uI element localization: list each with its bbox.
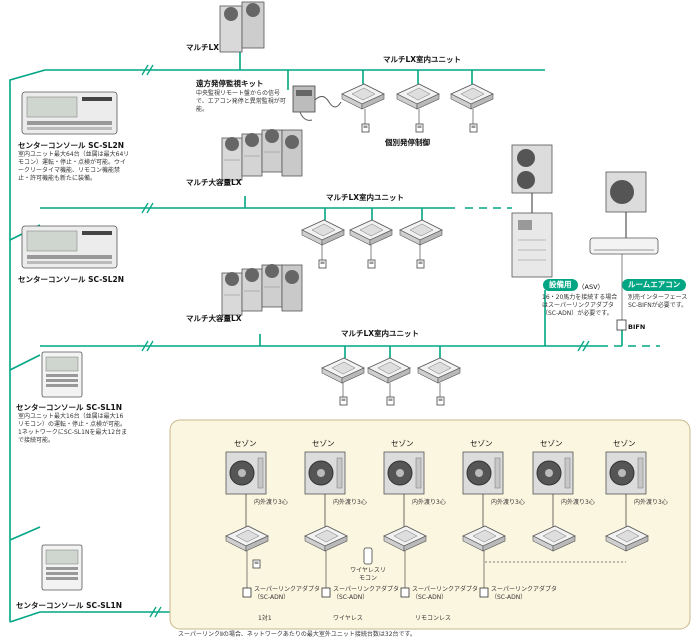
network-line-row3: [40, 290, 660, 358]
console-3-name: センターコンソール SC-SL1N: [16, 403, 122, 412]
room-ac-outdoor-unit: [605, 171, 647, 238]
network-line-row2: [40, 196, 512, 220]
console-1-name: センターコンソール SC-SL2N: [18, 141, 124, 150]
multi-large-lx-outdoor-unit-1: [221, 128, 283, 181]
wire-label-4: 内外渡り3心: [491, 499, 525, 506]
lx1-label: マルチLX: [186, 43, 220, 52]
seizon-label-6: セゾン: [613, 439, 636, 448]
console-4-name: センターコンソール SC-SL1N: [16, 601, 122, 610]
room-ac-badge: ルームエアコン: [622, 279, 687, 291]
kit-title: 遠方発停監視キット: [196, 79, 264, 88]
adapter-label-4: スーパーリンクアダプタ（SC-ADN）: [491, 586, 557, 601]
mode-1to1: 1対1: [258, 615, 272, 622]
indoor-unit-r1-3: [450, 83, 494, 110]
equipment-indoor-cabinet: [511, 212, 553, 278]
wire-label-2: 内外渡り3心: [333, 499, 367, 506]
seizon-label-1: セゾン: [234, 439, 257, 448]
seizon-label-3: セゾン: [391, 439, 414, 448]
indoor-label-row2: マルチLX室内ユニット: [326, 193, 405, 202]
wire-label-1: 内外渡り3心: [254, 499, 288, 506]
network-line-row1: [45, 52, 545, 90]
adapter-label-3: スーパーリンクアダプタ（SC-ADN）: [412, 586, 478, 601]
remote-monitor-kit-icon: [292, 85, 342, 121]
individual-control-label: 個別発停制御: [385, 138, 430, 147]
bifn-label: BIFN: [628, 323, 646, 331]
mode-remoteless: リモコンレス: [415, 615, 452, 622]
console-3-desc: 室内ユニット最大16台（並属は最大16リモコン）の運転・停止・点検が可能。1ネッ…: [18, 413, 128, 444]
indoor-label-row1: マルチLX室内ユニット: [383, 55, 462, 64]
indoor-unit-r3-2: [367, 357, 411, 384]
wireless-remote-icon: [363, 547, 373, 565]
seizon-label-2: セゾン: [312, 439, 335, 448]
center-console-sl1n-2: [41, 544, 83, 591]
wire-label-6: 内外渡り3心: [634, 499, 668, 506]
adapter-label-1: スーパーリンクアダプタ（SC-ADN）: [254, 586, 320, 601]
center-console-sl2n-1: [21, 91, 118, 135]
multi-lx-outdoor-unit: [219, 1, 265, 53]
equipment-desc: 16・20馬力を接続する場合はスーパーリンクアダプタ（SC-ADN）が必要です。: [542, 294, 618, 317]
adapter-icons: [242, 587, 489, 598]
lx2-label: マルチ大容量LX: [186, 178, 242, 187]
center-console-sl2n-2: [21, 225, 118, 269]
equipment-outdoor-unit: [511, 144, 553, 213]
indoor-unit-r2-2: [349, 219, 393, 246]
indoor-unit-r3-1: [321, 357, 365, 384]
seizon-label-5: セゾン: [540, 439, 563, 448]
room-ac-desc: 別売インターフェースSC-BIFNが必要です。: [628, 294, 688, 309]
indoor-unit-r1-2: [396, 83, 440, 110]
adapter-label-2: スーパーリンクアダプタ（SC-ADN）: [333, 586, 399, 601]
equipment-badge: 設備用: [543, 279, 578, 291]
wire-label-3: 内外渡り3心: [412, 499, 446, 506]
indoor-unit-r1-1: [341, 83, 385, 110]
wire-label-5: 内外渡り3心: [561, 499, 595, 506]
console-2-name: センターコンソール SC-SL2N: [18, 275, 124, 284]
multi-large-lx-outdoor-unit-2: [221, 263, 283, 316]
indoor-unit-r2-3: [399, 219, 443, 246]
footnote: スーパーリンクⅡの場合、ネットワークあたりの最大室外ユニット接続台数は32台です…: [178, 631, 416, 638]
seizon-label-4: セゾン: [470, 439, 493, 448]
lx3-label: マルチ大容量LX: [186, 314, 242, 323]
center-console-sl1n-1: [41, 351, 83, 398]
slash-marks: [141, 64, 590, 618]
indoor-label-row3: マルチLX室内ユニット: [341, 329, 420, 338]
mode-wireless: ワイヤレス: [333, 615, 363, 622]
wireless-remote-label: ワイヤレスリモコン: [350, 567, 386, 582]
kit-desc: 中央監視リモート盤からの信号で、エアコン発停と異常監視が可能。: [196, 90, 286, 113]
indoor-unit-r2-1: [301, 219, 345, 246]
indoor-unit-r3-3: [417, 357, 461, 384]
equipment-badge-suffix: （ASV）: [578, 283, 605, 291]
console-1-desc: 室内ユニット最大64台（並属は最大64リモコン）運転・停止・点検が可能。ウイーク…: [18, 151, 130, 182]
